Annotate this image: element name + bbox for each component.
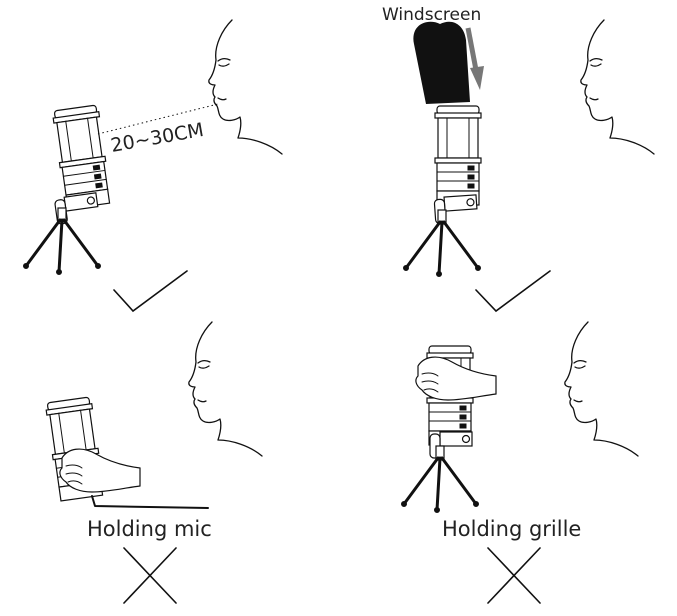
check-mark-icon	[475, 270, 551, 313]
mic-cable	[91, 495, 209, 509]
hand	[415, 356, 497, 401]
tripod-stand	[400, 444, 480, 514]
woman-profile	[564, 321, 639, 457]
hand	[59, 448, 141, 493]
panel-holding-grille: Holding grille	[400, 321, 639, 604]
windscreen-foam	[413, 21, 470, 105]
panel-holding-mic: Holding mic	[44, 321, 263, 604]
woman-profile	[208, 19, 283, 155]
woman-profile	[188, 321, 263, 457]
holding-grille-caption: Holding grille	[442, 517, 581, 541]
cross-mark-icon	[487, 547, 541, 604]
check-mark-icon	[113, 270, 188, 313]
tripod-stand	[402, 208, 482, 278]
tripod-stand	[22, 206, 102, 276]
microphone	[434, 105, 482, 206]
windscreen-arrow-icon	[465, 27, 484, 90]
panel-correct-distance: 20~30CM	[22, 19, 283, 313]
distance-label: 20~30CM	[109, 119, 205, 157]
microphone	[51, 104, 113, 210]
holding-mic-caption: Holding mic	[87, 517, 212, 541]
woman-profile	[580, 19, 655, 155]
panel-windscreen: Windscreen	[382, 5, 655, 313]
cross-mark-icon	[123, 547, 177, 604]
windscreen-label: Windscreen	[382, 5, 481, 25]
